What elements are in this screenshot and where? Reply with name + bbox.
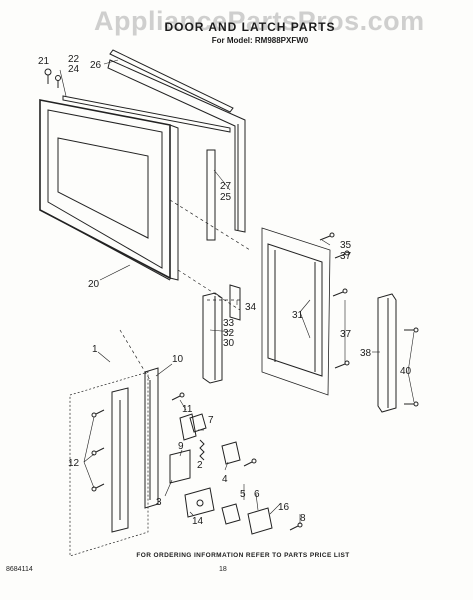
label-10: 10 bbox=[172, 354, 184, 365]
part-labels: 21 22 24 26 27 25 20 35 37 34 31 33 32 3… bbox=[38, 54, 412, 527]
door-seal-strip-25 bbox=[206, 149, 216, 241]
label-37-bottom: 37 bbox=[340, 329, 352, 340]
label-34: 34 bbox=[245, 302, 257, 313]
latch-bar-38 bbox=[377, 293, 397, 413]
label-16: 16 bbox=[278, 502, 290, 513]
label-33: 33 bbox=[223, 318, 235, 329]
label-1: 1 bbox=[92, 344, 98, 355]
label-9: 9 bbox=[178, 441, 184, 452]
door-panel-20 bbox=[39, 99, 179, 281]
door-trim-strip-26 bbox=[109, 49, 234, 113]
label-22: 22 bbox=[68, 54, 80, 65]
label-5: 5 bbox=[240, 489, 246, 500]
label-27: 27 bbox=[220, 181, 232, 192]
leader-lines bbox=[59, 59, 415, 524]
latch-backplate bbox=[261, 227, 331, 396]
document-number: 8684114 bbox=[6, 566, 33, 573]
switch-actuator-9 bbox=[169, 449, 191, 484]
label-31: 31 bbox=[292, 310, 304, 321]
latch-block-4 bbox=[221, 441, 241, 465]
page-number: 18 bbox=[219, 566, 227, 573]
label-11: 11 bbox=[182, 404, 193, 415]
label-20: 20 bbox=[88, 279, 100, 290]
label-3: 3 bbox=[156, 497, 162, 508]
latch-frame-1 bbox=[69, 371, 149, 557]
screws-35-37-40 bbox=[319, 232, 419, 407]
latch-spring-2 bbox=[199, 439, 205, 461]
model-line: For Model: RM988PXFW0 bbox=[211, 36, 309, 45]
label-25: 25 bbox=[220, 192, 232, 203]
latch-rail bbox=[111, 367, 159, 533]
label-7: 7 bbox=[208, 415, 214, 426]
latch-screws bbox=[91, 392, 303, 531]
door-inner-strip-24 bbox=[62, 95, 231, 133]
label-38: 38 bbox=[360, 348, 372, 359]
screw-21 bbox=[44, 68, 52, 84]
label-35: 35 bbox=[340, 240, 352, 251]
label-26: 26 bbox=[90, 60, 102, 71]
latch-plate-14 bbox=[184, 487, 215, 518]
latch-lever-7 bbox=[179, 413, 207, 441]
ordering-info-note: FOR ORDERING INFORMATION REFER TO PARTS … bbox=[136, 552, 350, 559]
interlock-switch-6-16 bbox=[221, 503, 273, 535]
label-32: 32 bbox=[223, 328, 235, 339]
label-24: 24 bbox=[68, 64, 80, 75]
screw-22 bbox=[55, 75, 61, 88]
label-14: 14 bbox=[192, 516, 204, 527]
label-12: 12 bbox=[68, 458, 80, 469]
label-40: 40 bbox=[400, 366, 412, 377]
label-21: 21 bbox=[38, 56, 50, 67]
label-30: 30 bbox=[223, 338, 235, 349]
label-6: 6 bbox=[254, 489, 260, 500]
label-4: 4 bbox=[222, 474, 228, 485]
hinge-bracket-34 bbox=[229, 284, 241, 321]
handle-30 bbox=[202, 292, 223, 384]
label-2: 2 bbox=[197, 460, 203, 471]
watermark: AppliancePartsPros.com bbox=[94, 6, 425, 36]
label-37-top: 37 bbox=[340, 251, 352, 262]
label-8: 8 bbox=[300, 513, 306, 524]
door-choke-gasket-27 bbox=[107, 59, 246, 233]
page-title: DOOR AND LATCH PARTS bbox=[164, 20, 336, 34]
